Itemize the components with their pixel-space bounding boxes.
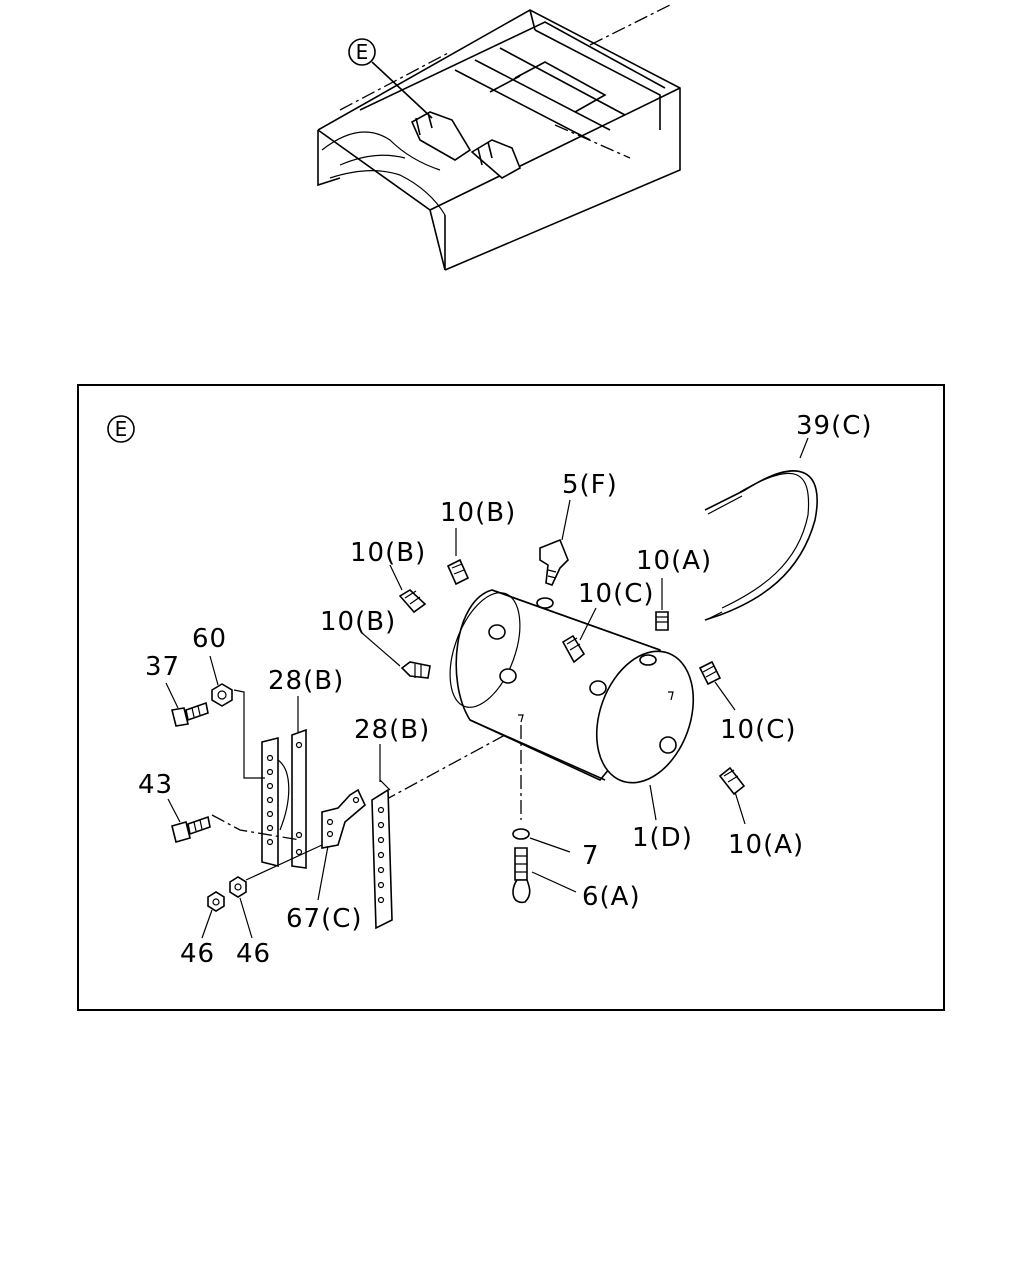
detail-border <box>77 384 945 1011</box>
drain-cock-6a <box>512 847 531 904</box>
overview-callout-letter: E <box>356 40 369 64</box>
label-37: 37 <box>145 652 180 682</box>
assembly-line-60 <box>233 689 265 779</box>
air-tank <box>449 589 695 784</box>
bolt-37 <box>171 701 209 727</box>
label-6a: 6(A) <box>582 882 641 912</box>
bracket-67c <box>321 788 366 849</box>
detail-callout-circle <box>107 415 135 443</box>
plug-10a-top <box>655 611 669 631</box>
label-10b-mid: 10(B) <box>320 607 396 637</box>
label-60: 60 <box>192 624 227 654</box>
hose-39c <box>704 470 818 621</box>
label-43: 43 <box>138 770 173 800</box>
mount-centerline <box>384 734 506 801</box>
detail-callout-letter: E <box>115 417 128 441</box>
overview-tank-1 <box>410 111 472 161</box>
bracket-28b-left <box>261 728 307 869</box>
assembly-line-43 <box>211 814 301 841</box>
plug-10a-bottom <box>718 766 746 796</box>
plug-10b-left <box>398 589 427 614</box>
label-1d: 1(D) <box>632 823 693 853</box>
plug-10b-top <box>446 558 470 586</box>
label-5f: 5(F) <box>562 470 618 500</box>
label-67c: 67(C) <box>286 904 363 934</box>
label-10c-mid: 10(C) <box>578 579 655 609</box>
nut-46-left <box>207 891 225 912</box>
label-46-right: 46 <box>236 939 271 969</box>
bracket-28b-right <box>371 779 393 930</box>
bolt-43 <box>171 815 211 843</box>
label-10b-top: 10(B) <box>440 498 516 528</box>
label-7: 7 <box>582 841 600 871</box>
label-10b-left: 10(B) <box>350 538 426 568</box>
label-39c: 39(C) <box>796 411 873 441</box>
label-10a-bottom: 10(A) <box>728 830 804 860</box>
label-10a-top: 10(A) <box>636 546 712 576</box>
label-28b-left: 28(B) <box>268 666 344 696</box>
assembly-line-46 <box>245 844 323 881</box>
label-10c-right: 10(C) <box>720 715 797 745</box>
elbow-5f <box>539 538 569 586</box>
plug-10b-mid <box>400 661 431 679</box>
nut-60 <box>211 683 233 707</box>
overview-callout-circle <box>348 38 376 66</box>
overview-tank-2 <box>470 139 522 179</box>
nut-46-right <box>229 876 247 898</box>
overview-callout-leader <box>371 61 433 119</box>
plug-10c-right <box>698 660 722 686</box>
overview-frame-drawing: E <box>317 4 681 271</box>
washer-7 <box>512 828 530 840</box>
plug-10c-mid <box>561 634 586 664</box>
label-46-left: 46 <box>180 939 215 969</box>
label-28b-right: 28(B) <box>354 715 430 745</box>
